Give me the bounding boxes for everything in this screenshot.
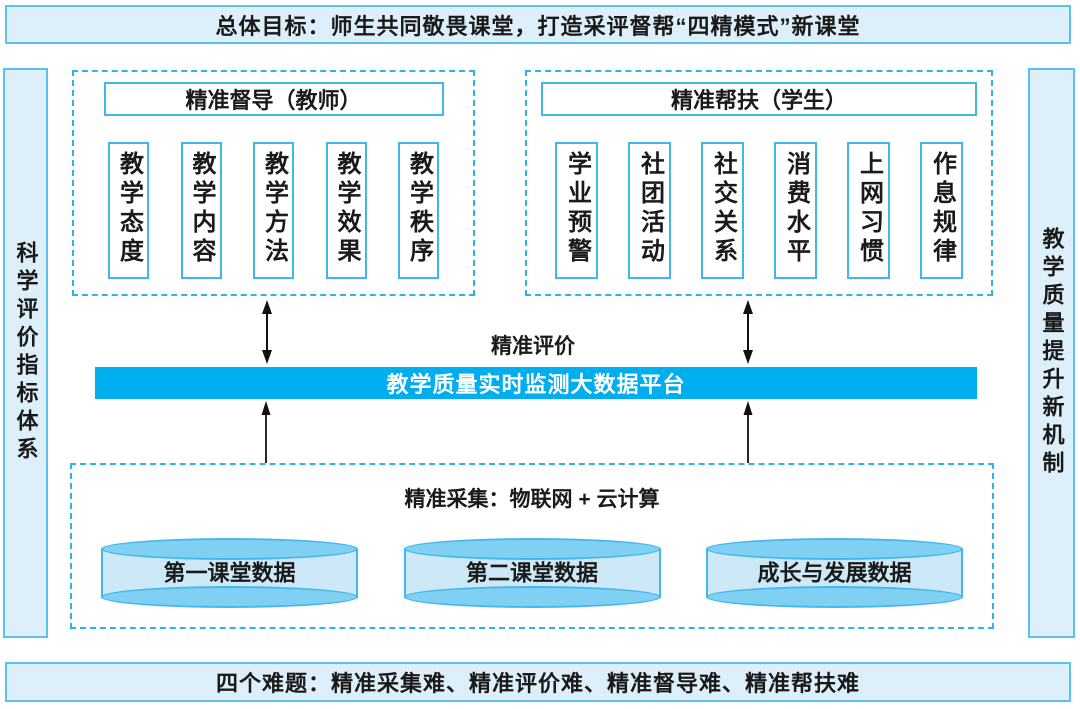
indicator-label: 上网习惯 xyxy=(855,151,883,267)
evaluation-label-text: 精准评价 xyxy=(491,335,575,358)
indicator-box-internet-habit: 上网习惯 xyxy=(847,142,890,279)
indicator-label: 教学方法 xyxy=(260,151,288,267)
cylinder-label: 第一课堂数据 xyxy=(163,560,296,586)
evaluation-label: 精准评价 xyxy=(72,330,994,360)
indicator-label: 教学效果 xyxy=(333,151,360,267)
assistance-group: 精准帮扶（学生） 学业预警 社团活动 社交关系 消费水平 上网习惯 作息规律 xyxy=(525,70,993,296)
indicator-box-teaching-attitude: 教学态度 xyxy=(108,142,149,279)
indicator-label: 社交关系 xyxy=(709,151,737,267)
supervision-header-label: 精准督导（教师） xyxy=(185,88,362,113)
data-cylinder-first-classroom: 第一课堂数据 xyxy=(101,538,358,608)
platform-bar-text: 教学质量实时监测大数据平台 xyxy=(386,372,686,397)
up-arrow-icon xyxy=(743,401,753,463)
assistance-group-header: 精准帮扶（学生） xyxy=(541,82,977,116)
cylinder-label: 第二课堂数据 xyxy=(465,560,598,586)
indicator-label: 学业预警 xyxy=(563,151,591,267)
supervision-group: 精准督导（教师） 教学态度 教学内容 教学方法 教学效果 教学秩序 xyxy=(72,70,475,296)
overall-goal-banner: 总体目标：师生共同敬畏课堂，打造采评督帮“四精模式”新课堂 xyxy=(5,5,1071,44)
supervision-item-row: 教学态度 教学内容 教学方法 教学效果 教学秩序 xyxy=(74,142,473,279)
indicator-label: 消费水平 xyxy=(782,151,810,267)
overall-goal-text: 总体目标：师生共同敬畏课堂，打造采评督帮“四精模式”新课堂 xyxy=(215,13,861,39)
indicator-box-club-activity: 社团活动 xyxy=(628,142,671,279)
indicator-box-social-relations: 社交关系 xyxy=(701,142,744,279)
collection-group: 精准采集：物联网 + 云计算 第一课堂数据 第二课堂数据 成长与发展数据 xyxy=(70,463,994,629)
indicator-box-teaching-order: 教学秩序 xyxy=(398,142,439,279)
collection-header: 精准采集：物联网 + 云计算 xyxy=(72,483,992,513)
data-cylinder-second-classroom: 第二课堂数据 xyxy=(403,538,661,608)
indicator-label: 作息规律 xyxy=(928,151,956,267)
right-axis-text: 教学质量提升新机制 xyxy=(1039,227,1065,479)
indicator-box-teaching-method: 教学方法 xyxy=(253,142,294,279)
supervision-group-header: 精准督导（教师） xyxy=(103,82,444,116)
cylinder-label: 成长与发展数据 xyxy=(757,560,912,586)
indicator-box-rest-routine: 作息规律 xyxy=(920,142,963,279)
left-axis-banner: 科学评价指标体系 xyxy=(3,68,48,638)
cylinder-bottom-ellipse xyxy=(101,586,358,608)
indicator-box-teaching-content: 教学内容 xyxy=(180,142,222,279)
indicator-box-consumption-level: 消费水平 xyxy=(774,142,817,279)
cylinder-top-ellipse xyxy=(403,538,661,560)
indicator-box-teaching-effect: 教学效果 xyxy=(325,142,367,279)
collection-header-text: 精准采集：物联网 + 云计算 xyxy=(404,488,660,511)
indicator-label: 社团活动 xyxy=(636,151,664,267)
indicator-box-academic-warning: 学业预警 xyxy=(555,142,598,279)
cylinder-bottom-ellipse xyxy=(403,586,661,608)
right-axis-banner: 教学质量提升新机制 xyxy=(1028,68,1075,638)
left-axis-text: 科学评价指标体系 xyxy=(13,241,39,465)
assistance-header-label: 精准帮扶（学生） xyxy=(670,88,847,113)
cylinder-top-ellipse xyxy=(706,538,963,560)
indicator-label: 教学秩序 xyxy=(405,151,433,267)
cylinder-top-ellipse xyxy=(101,538,358,560)
data-cylinder-growth-development: 成长与发展数据 xyxy=(706,538,963,608)
double-arrow-icon xyxy=(743,300,753,364)
four-problems-banner: 四个难题：精准采集难、精准评价难、精准督导难、精准帮扶难 xyxy=(5,662,1071,702)
assistance-item-row: 学业预警 社团活动 社交关系 消费水平 上网习惯 作息规律 xyxy=(527,142,991,279)
four-problems-text: 四个难题：精准采集难、精准评价难、精准督导难、精准帮扶难 xyxy=(215,671,860,696)
platform-bar: 教学质量实时监测大数据平台 xyxy=(95,367,977,399)
cylinder-row: 第一课堂数据 第二课堂数据 成长与发展数据 xyxy=(72,538,992,608)
cylinder-bottom-ellipse xyxy=(706,586,963,608)
indicator-label: 教学态度 xyxy=(115,151,143,267)
up-arrow-icon xyxy=(261,401,271,463)
indicator-label: 教学内容 xyxy=(188,151,215,267)
double-arrow-icon xyxy=(262,300,272,364)
